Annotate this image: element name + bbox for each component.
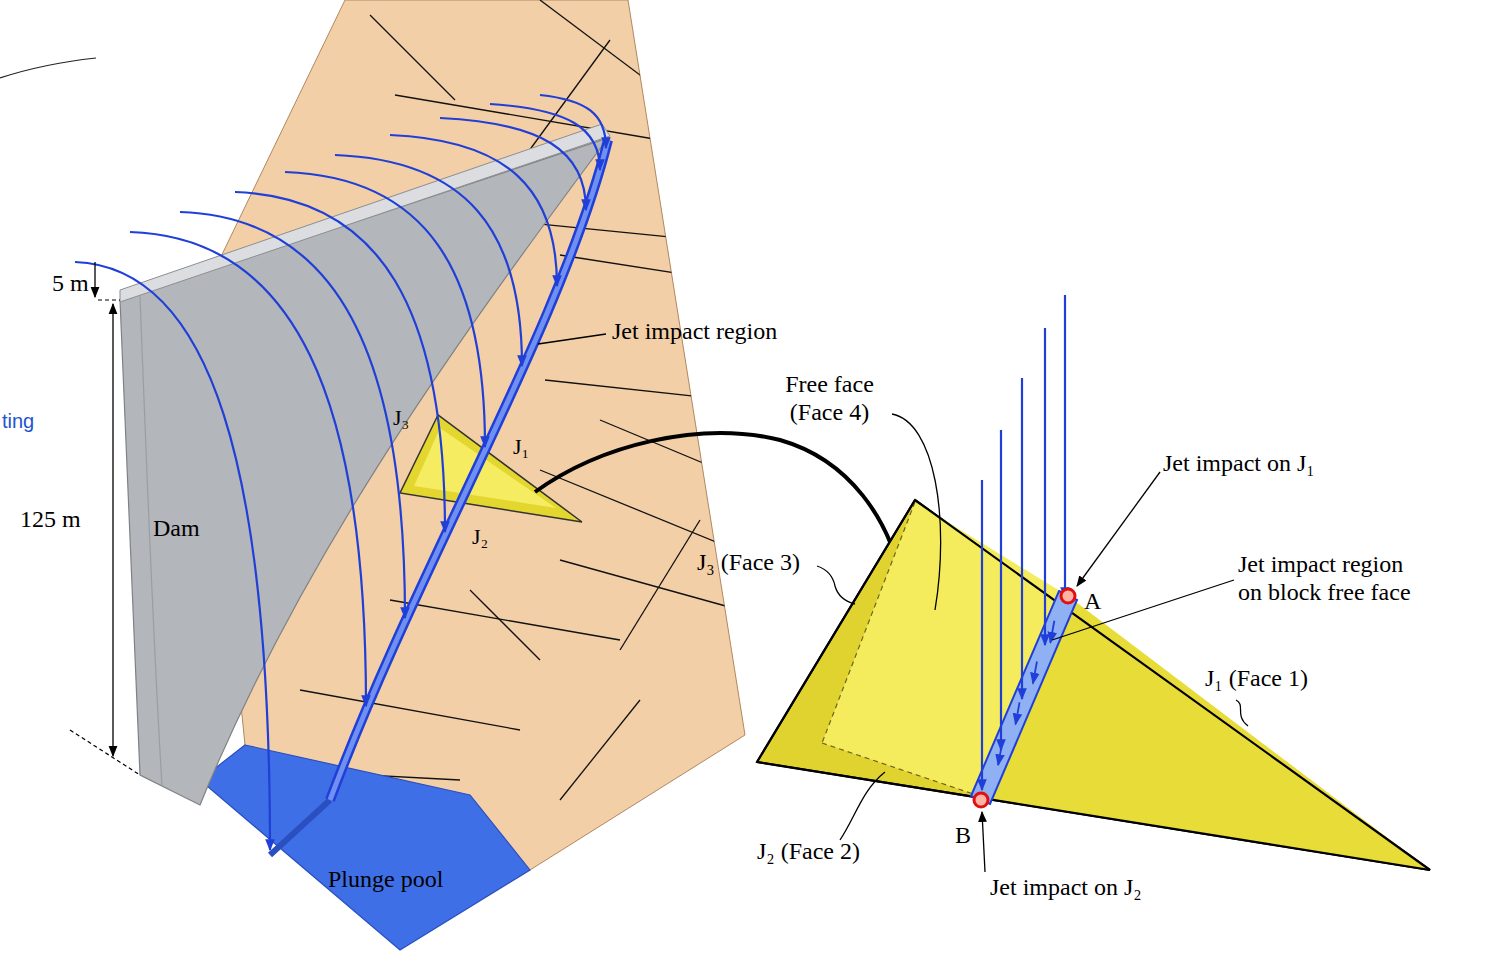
plunge-pool xyxy=(200,745,530,950)
point-label: A xyxy=(1084,588,1101,616)
callout-label: Jet impact on J₂ xyxy=(990,874,1142,902)
part-label: Dam xyxy=(153,515,200,543)
jet-stream xyxy=(75,262,270,850)
flow-arrow xyxy=(1016,702,1020,724)
leader-lines xyxy=(892,414,941,610)
rock-joints xyxy=(390,600,620,640)
face-label: Free face (Face 4) xyxy=(783,371,876,426)
block-edge xyxy=(757,500,915,762)
dimension-line xyxy=(112,304,113,756)
flow-arrow xyxy=(1033,662,1037,684)
dimension-line xyxy=(94,262,95,297)
callout-label: Jet impact on J₁ xyxy=(1163,450,1315,478)
leader-lines xyxy=(982,812,985,872)
rock-joints xyxy=(600,420,720,470)
dam-face xyxy=(120,138,608,805)
face-label: J₃ (Face 3) xyxy=(697,549,800,577)
cut-off-text: ting xyxy=(2,410,34,433)
jet-stream xyxy=(335,155,522,366)
jet-streams xyxy=(75,95,606,850)
hidden-edge xyxy=(822,502,915,743)
rock-joints xyxy=(300,690,520,730)
rock-joints xyxy=(545,380,730,400)
leader-lines xyxy=(1077,472,1160,586)
impact-band xyxy=(330,140,608,800)
part-label: Plunge pool xyxy=(328,866,443,894)
leader-lines xyxy=(538,334,606,344)
block-edge xyxy=(915,500,1430,870)
jet-stream xyxy=(540,95,606,148)
joint-label: J₂ xyxy=(472,524,488,549)
leader-lines xyxy=(1236,700,1248,726)
face-label: J₁ (Face 1) xyxy=(1205,665,1308,693)
region-label: Jet impact region xyxy=(612,318,777,346)
jet-stream xyxy=(235,192,445,532)
jet-stream xyxy=(981,480,983,790)
rock-joints xyxy=(470,590,540,660)
jet-stream xyxy=(1021,378,1023,699)
leader-lines xyxy=(817,566,855,604)
pool-edge xyxy=(270,800,330,855)
jet-stream xyxy=(1000,430,1002,750)
block-outline xyxy=(757,500,1430,870)
dimension-label: 125 m xyxy=(20,506,81,534)
vertical-jets xyxy=(982,295,1065,790)
jet-stream xyxy=(285,172,485,447)
rock-joints xyxy=(620,520,700,650)
impact-point xyxy=(1061,589,1075,603)
callout-label: Jet impact region on block free face xyxy=(1238,551,1415,606)
hidden-edge xyxy=(822,743,985,798)
rock-joints xyxy=(560,255,720,280)
jet-stream xyxy=(490,104,600,170)
impact-point xyxy=(974,793,988,807)
jet-stream xyxy=(130,232,366,706)
leader-lines xyxy=(1052,580,1234,640)
dimension-extension xyxy=(70,730,140,775)
jet-stream xyxy=(1044,328,1046,645)
block-face-1 xyxy=(985,596,1430,870)
dimension-label: 5 m xyxy=(52,270,89,298)
block-edge xyxy=(757,762,1430,870)
jet-stream xyxy=(180,212,405,618)
leader-lines xyxy=(538,334,1248,872)
rock-joints xyxy=(370,15,455,100)
point-label: B xyxy=(955,822,971,850)
joint-label: J₃ xyxy=(393,405,409,430)
leader-lines xyxy=(840,772,885,840)
dimension-extension xyxy=(98,299,120,300)
arc-line xyxy=(0,58,96,78)
rock-joints xyxy=(560,700,640,800)
free-face xyxy=(822,502,1068,798)
face-label: J₂ (Face 2) xyxy=(757,838,860,866)
jet-stream xyxy=(440,118,586,210)
jet-stream xyxy=(390,135,557,286)
zoom-arrow xyxy=(535,433,903,585)
joint-label: J₁ xyxy=(513,434,529,459)
jet-stream xyxy=(1064,295,1066,598)
block-impact-band xyxy=(971,591,1077,804)
impact-band xyxy=(330,140,608,800)
